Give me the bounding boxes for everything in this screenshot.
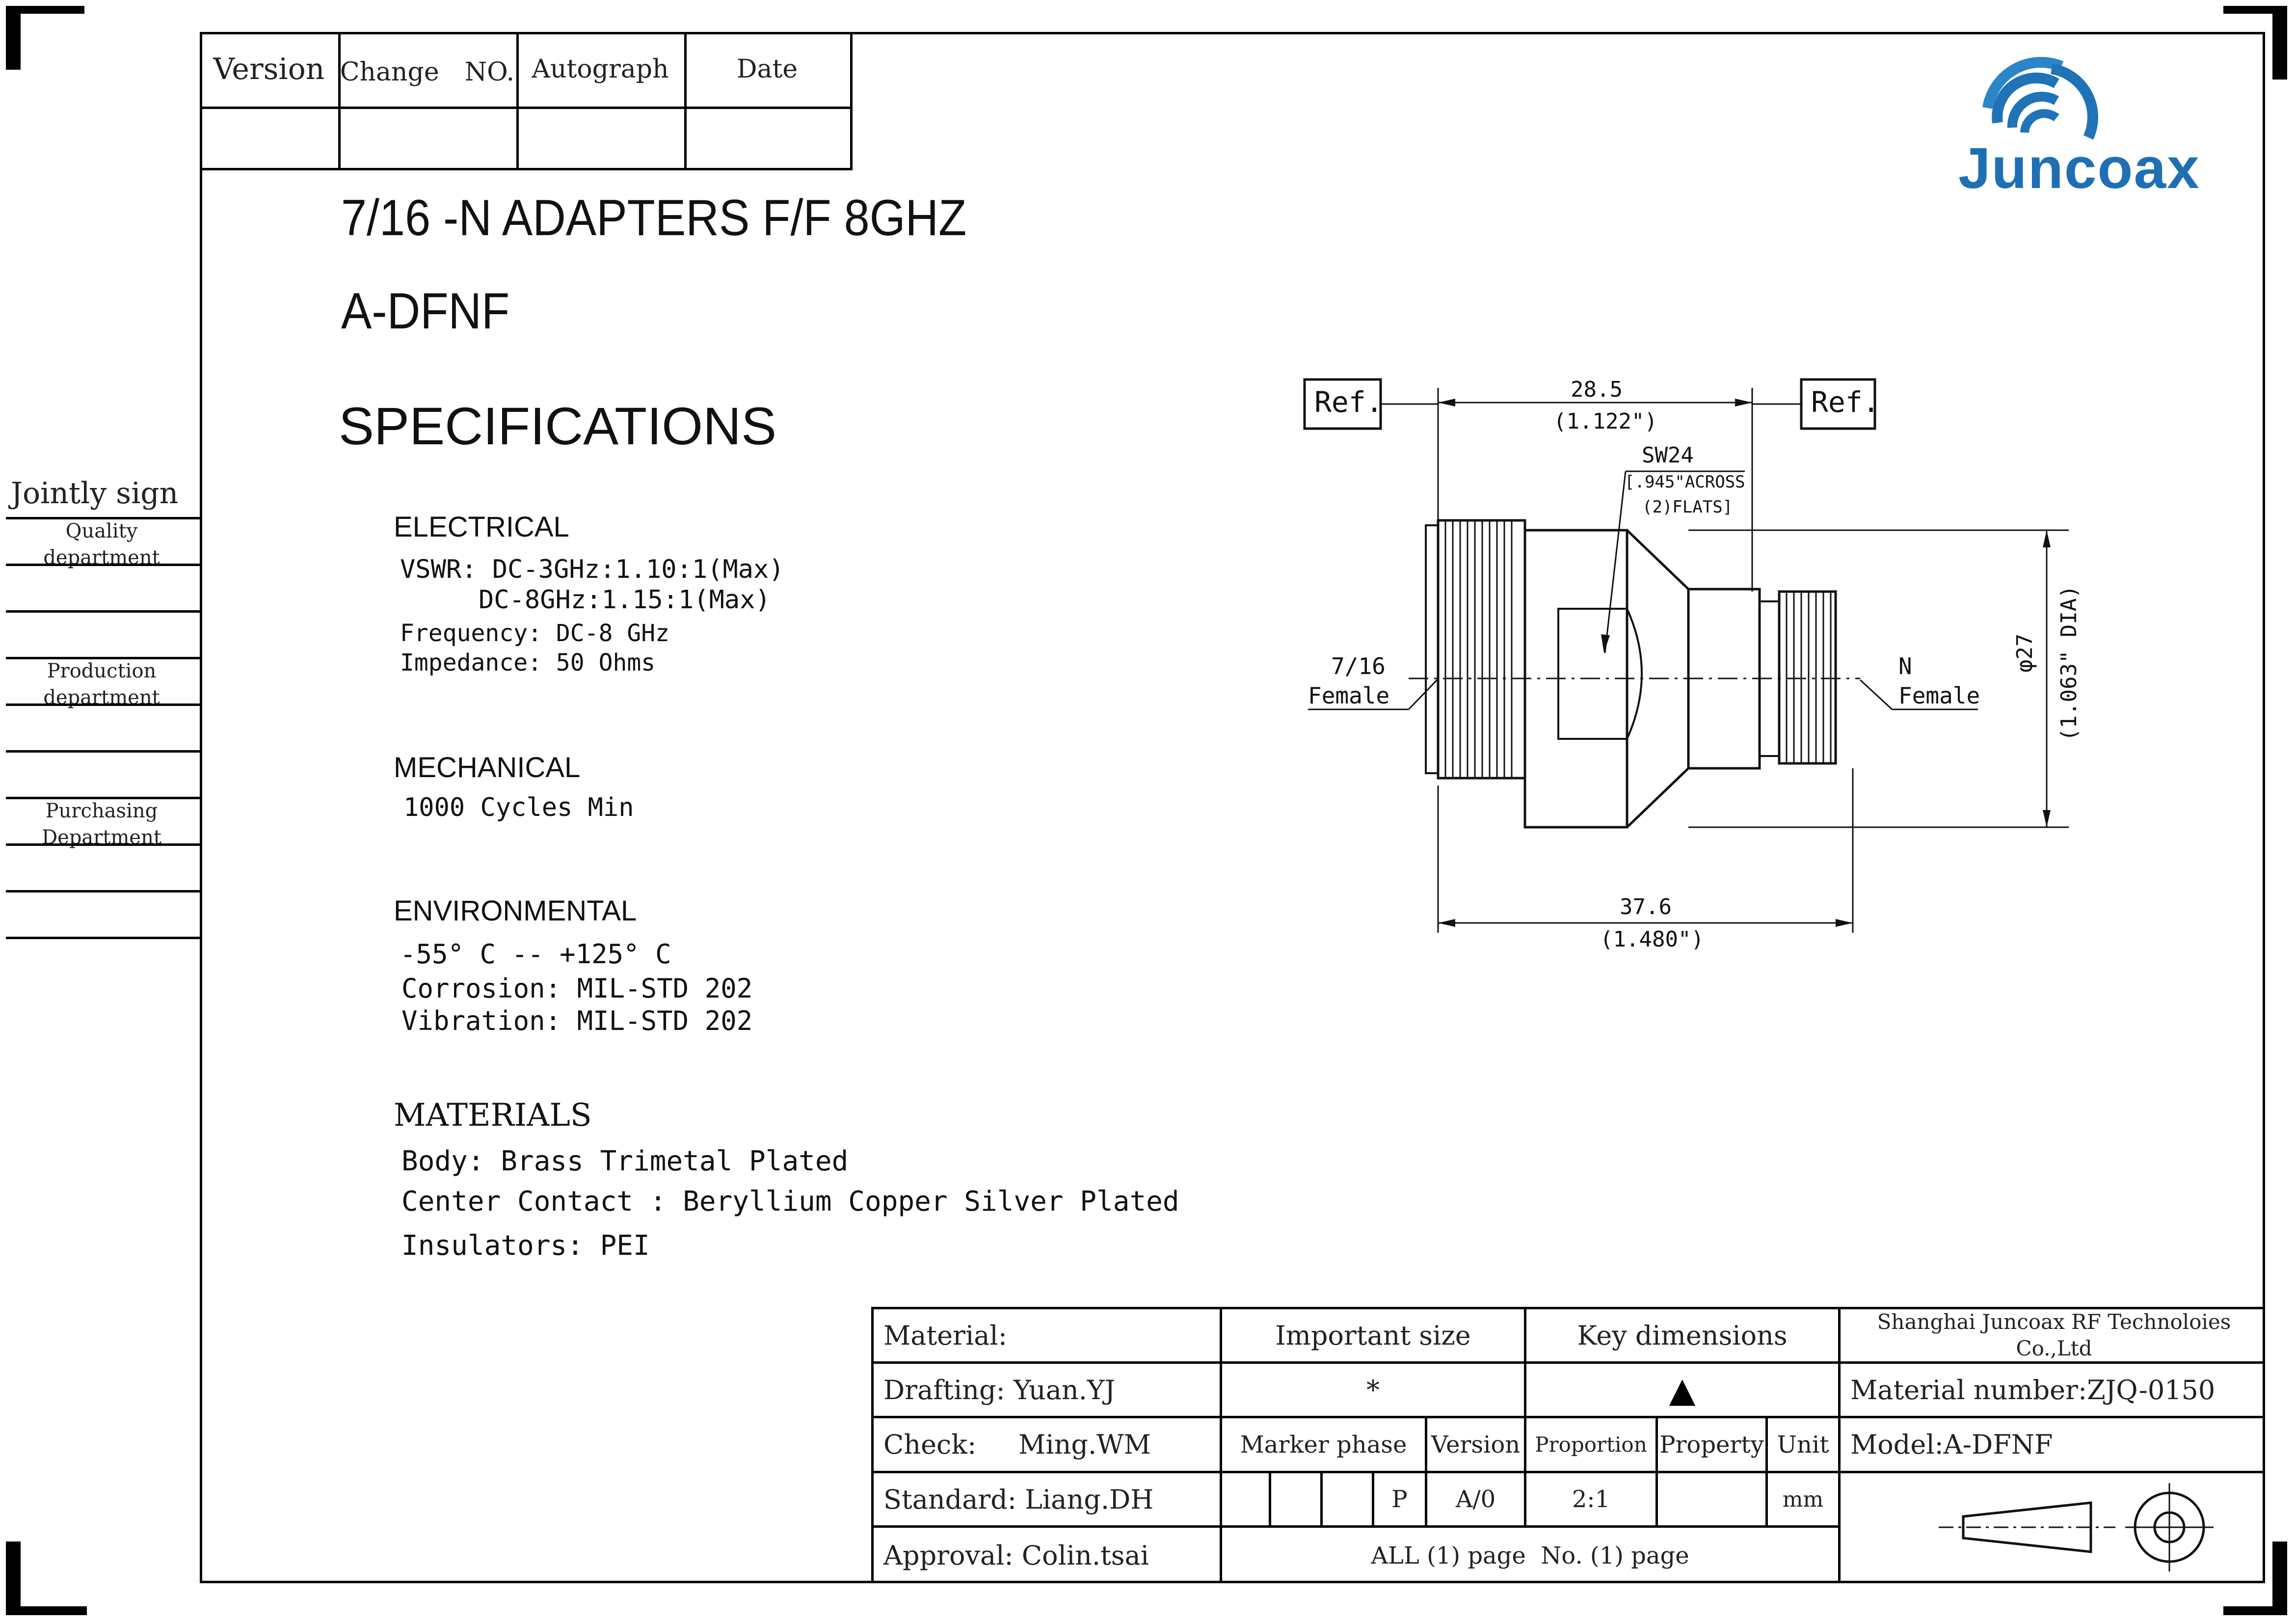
hex-size-label: SW24 bbox=[1642, 443, 1694, 468]
ref-left-label: Ref. bbox=[1314, 385, 1383, 419]
corner-mark-top-right-v bbox=[2272, 6, 2287, 80]
tb-unit: Unit bbox=[1777, 1431, 1829, 1459]
vibration-line: Vibration: MIL-STD 202 bbox=[401, 1005, 753, 1036]
tb-company: Shanghai Juncoax RF Technoloies Co.,Ltd bbox=[1877, 1310, 2231, 1360]
environmental-heading: ENVIRONMENTAL bbox=[394, 895, 637, 927]
corner-mark-bottom-left bbox=[6, 1542, 21, 1615]
left-port-type: 7/16 bbox=[1331, 653, 1386, 679]
corrosion-line: Corrosion: MIL-STD 202 bbox=[401, 973, 753, 1004]
jointly-sign-sidebar: Jointly sign Quality department Producti… bbox=[6, 471, 200, 943]
vswr-line-1: VSWR: DC-3GHz:1.10:1(Max) bbox=[400, 555, 784, 584]
body-material-line: Body: Brass Trimetal Plated bbox=[401, 1145, 849, 1177]
dim-bottom-in: (1.480") bbox=[1600, 927, 1704, 952]
revision-header-change-no: Change NO. bbox=[340, 57, 515, 87]
signal-waves-icon bbox=[1982, 56, 2098, 140]
ref-right-label: Ref. bbox=[1811, 385, 1880, 419]
tb-check: Check: Ming.WM bbox=[883, 1429, 1151, 1460]
corner-mark-top-left-v bbox=[6, 6, 21, 70]
tb-key-dimensions: Key dimensions bbox=[1577, 1320, 1788, 1351]
corner-mark-bottom-right bbox=[2272, 1542, 2287, 1615]
product-model: A-DFNF bbox=[341, 283, 510, 340]
tb-version: Version bbox=[1431, 1431, 1521, 1459]
frequency-line: Frequency: DC-8 GHz bbox=[400, 620, 670, 647]
tb-unit-value: mm bbox=[1782, 1487, 1824, 1512]
hex-note-across: [.945"ACROSS bbox=[1625, 472, 1745, 492]
tb-important-symbol: * bbox=[1366, 1374, 1380, 1406]
sidebar-purchasing-department: Purchasing Department bbox=[42, 800, 161, 849]
left-port-gender: Female bbox=[1308, 682, 1390, 709]
corner-mark-bottom-left-h bbox=[6, 1606, 87, 1615]
tb-phase-value: P bbox=[1391, 1486, 1408, 1513]
tb-important-size: Important size bbox=[1275, 1320, 1471, 1351]
tb-proportion-value: 2:1 bbox=[1572, 1486, 1610, 1513]
specifications-heading: SPECIFICATIONS bbox=[339, 396, 777, 456]
tb-marker-phase: Marker phase bbox=[1240, 1431, 1407, 1459]
materials-heading: MATERIALS bbox=[394, 1097, 592, 1134]
sidebar-production-department: Production department bbox=[43, 660, 160, 709]
revision-table: Version Change NO. Autograph Date bbox=[200, 32, 853, 170]
center-contact-line: Center Contact : Beryllium Copper Silver… bbox=[401, 1186, 1179, 1217]
revision-header-version: Version bbox=[213, 52, 325, 86]
tb-approval: Approval: Colin.tsai bbox=[883, 1540, 1149, 1571]
juncoax-logo: Juncoax bbox=[1958, 54, 2243, 201]
right-port-type: N bbox=[1898, 653, 1912, 679]
tb-proportion: Proportion bbox=[1535, 1433, 1647, 1457]
mechanical-heading: MECHANICAL bbox=[394, 752, 581, 784]
cycles-line: 1000 Cycles Min bbox=[403, 793, 634, 822]
hex-note-flats: (2)FLATS] bbox=[1642, 497, 1733, 517]
projection-symbol-icon bbox=[1939, 1483, 2214, 1571]
logo-text: Juncoax bbox=[1958, 136, 2200, 201]
dim-top-mm: 28.5 bbox=[1571, 377, 1623, 402]
impedance-line: Impedance: 50 Ohms bbox=[400, 649, 656, 676]
vswr-line-2: DC-8GHz:1.15:1(Max) bbox=[479, 585, 771, 615]
electrical-heading: ELECTRICAL bbox=[394, 511, 569, 543]
product-title: 7/16 -N ADAPTERS F/F 8GHZ bbox=[341, 189, 967, 246]
corner-mark-bottom-right-h bbox=[2223, 1606, 2287, 1615]
tb-material: Material: bbox=[883, 1320, 1007, 1351]
corner-mark-top-right bbox=[2223, 6, 2287, 14]
tb-pages: ALL (1) page No. (1) page bbox=[1371, 1542, 1689, 1569]
drawing-frame bbox=[200, 32, 2265, 1583]
tb-drafting: Drafting: Yuan.YJ bbox=[883, 1374, 1116, 1406]
insulators-line: Insulators: PEI bbox=[401, 1230, 650, 1262]
tb-version-value: A/0 bbox=[1455, 1486, 1496, 1513]
tb-key-symbol: ▲ bbox=[1669, 1370, 1696, 1410]
jointly-sign-label: Jointly sign bbox=[11, 476, 179, 511]
diameter-label: φ27 bbox=[2012, 633, 2037, 673]
tb-property: Property bbox=[1659, 1431, 1764, 1459]
temperature-line: -55° C -- +125° C bbox=[400, 939, 671, 970]
sidebar-quality-department: Quality department bbox=[43, 520, 160, 569]
corner-mark-top-left bbox=[6, 6, 84, 14]
tb-standard: Standard: Liang.DH bbox=[883, 1484, 1154, 1515]
revision-header-date: Date bbox=[736, 54, 798, 84]
dim-top-in: (1.122") bbox=[1553, 409, 1657, 434]
revision-header-autograph: Autograph bbox=[532, 54, 669, 84]
dim-bottom-mm: 37.6 bbox=[1620, 894, 1672, 920]
tb-model: Model:A-DFNF bbox=[1850, 1429, 2053, 1460]
diameter-inch-label: (1.063" DIA) bbox=[2056, 585, 2082, 741]
tb-material-number: Material number:ZJQ-0150 bbox=[1850, 1374, 2216, 1406]
title-block: Material: Drafting: Yuan.YJ Check: Ming.… bbox=[871, 1307, 2265, 1583]
right-port-gender: Female bbox=[1898, 682, 1980, 709]
